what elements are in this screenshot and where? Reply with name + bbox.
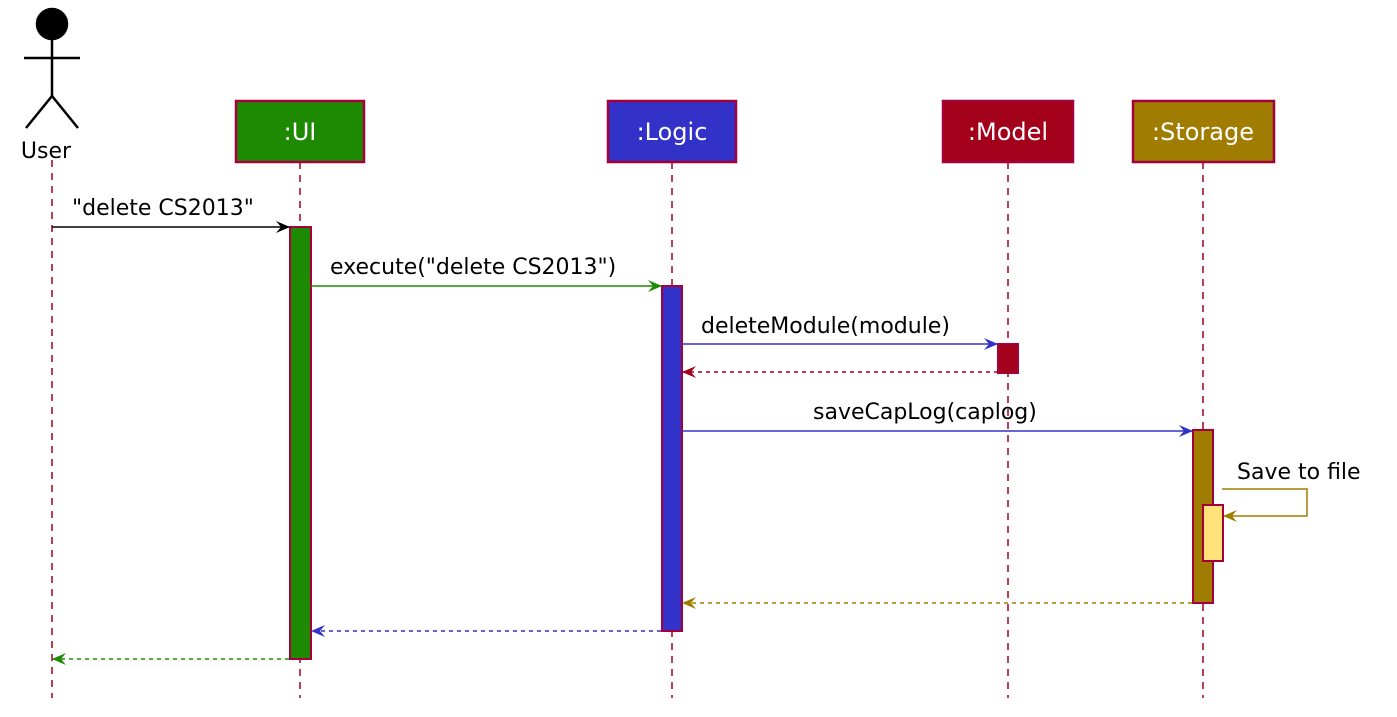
activation-ui — [289, 226, 312, 660]
participant-label-ui: :UI — [284, 118, 317, 146]
message-label-logic-to-model: deleteModule(module) — [701, 314, 950, 339]
user-actor-icon — [24, 7, 80, 129]
participant-label-model: :Model — [968, 118, 1048, 146]
participant-label-logic: :Logic — [637, 118, 708, 146]
participant-logic: :Logic — [606, 99, 738, 164]
activation-storage-self — [1202, 504, 1224, 562]
activation-model — [997, 343, 1019, 374]
message-label-ui-to-logic: execute("delete CS2013") — [330, 255, 616, 280]
message-label-user-to-ui: "delete CS2013" — [72, 196, 254, 221]
participant-model: :Model — [941, 99, 1075, 164]
participant-label-storage: :Storage — [1152, 118, 1254, 146]
activation-logic — [661, 285, 683, 632]
self-message-label-storage: Save to file — [1237, 460, 1361, 485]
participant-ui: :UI — [234, 99, 366, 164]
self-message-arrow-storage — [1222, 488, 1308, 522]
message-label-logic-to-storage: saveCapLog(caplog) — [813, 400, 1037, 425]
participant-storage: :Storage — [1131, 99, 1276, 164]
actor-label: User — [21, 139, 72, 164]
